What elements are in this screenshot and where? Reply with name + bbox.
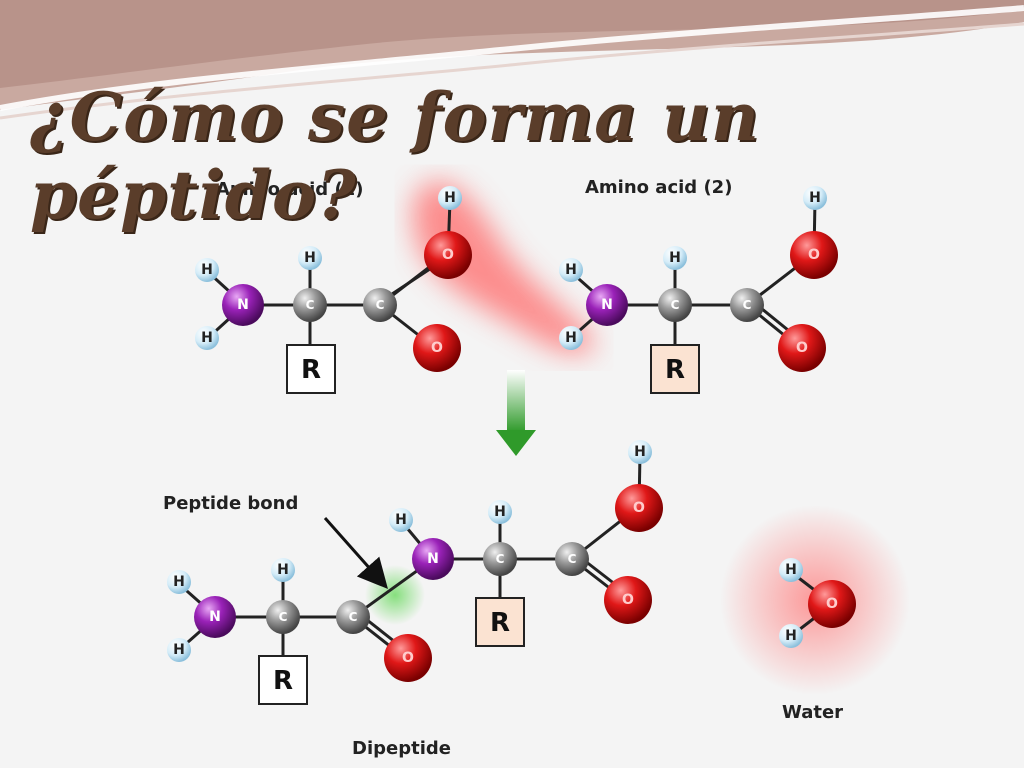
hydrogen-label: H xyxy=(785,562,797,578)
water-molecule: H H O xyxy=(779,558,856,648)
hydrogen-label: H xyxy=(201,262,213,278)
carbon-label: C xyxy=(279,610,288,624)
oxygen-label: O xyxy=(442,247,454,263)
water-label: Water xyxy=(782,702,843,723)
hydrogen-atom xyxy=(803,186,827,210)
amino-acid-1: R H H N H C C H O O xyxy=(195,186,472,394)
page-title: ¿Cómo se forma un péptido? xyxy=(30,78,760,234)
hydrogen-atom xyxy=(167,570,191,594)
nitrogen-label: N xyxy=(601,297,613,313)
hydrogen-atom xyxy=(195,258,219,282)
hydrogen-atom xyxy=(559,326,583,350)
carbon-label: C xyxy=(306,298,315,312)
water-release-highlight xyxy=(413,181,595,354)
hydrogen-label: H xyxy=(785,628,797,644)
peptide-bond-pointer xyxy=(323,517,388,589)
oxygen-label: O xyxy=(431,340,443,356)
nitrogen-label: N xyxy=(237,297,249,313)
carbon-label: C xyxy=(376,298,385,312)
nitrogen-atom xyxy=(222,284,264,326)
r-group-box xyxy=(258,655,308,705)
dipeptide-label: Dipeptide xyxy=(352,738,451,759)
oxygen-atom xyxy=(790,231,838,279)
amino-acid-2: R H H N H C C H O O xyxy=(559,186,838,394)
carbon-label: C xyxy=(349,610,358,624)
oxygen-label: O xyxy=(402,650,414,666)
carbon-atom xyxy=(555,542,589,576)
hydrogen-label: H xyxy=(809,190,821,206)
carbon-label: C xyxy=(671,298,680,312)
decorative-header-waves xyxy=(0,0,1024,120)
hydrogen-label: H xyxy=(277,562,289,578)
hydrogen-label: H xyxy=(565,262,577,278)
nitrogen-label: N xyxy=(427,551,439,567)
oxygen-atom xyxy=(604,576,652,624)
hydrogen-atom xyxy=(559,258,583,282)
hydrogen-label: H xyxy=(634,444,646,460)
hydrogen-label: H xyxy=(173,574,185,590)
carbon-atom xyxy=(293,288,327,322)
oxygen-atom xyxy=(424,231,472,279)
peptide-bond-label: Peptide bond xyxy=(163,493,298,514)
amino-acid-2-label: Amino acid (2) xyxy=(585,177,732,198)
reaction-arrow xyxy=(496,370,536,456)
carbon-label: C xyxy=(496,552,505,566)
hydrogen-atom xyxy=(438,186,462,210)
carbon-atom xyxy=(363,288,397,322)
carbon-atom xyxy=(730,288,764,322)
hydrogen-label: H xyxy=(201,330,213,346)
hydrogen-atom xyxy=(663,246,687,270)
hydrogen-label: H xyxy=(669,250,681,266)
hydrogen-label: H xyxy=(494,504,506,520)
oxygen-label: O xyxy=(633,500,645,516)
hydrogen-label: H xyxy=(304,250,316,266)
r-group-box xyxy=(650,344,700,394)
r-group-label: R xyxy=(301,355,321,385)
r-group-box xyxy=(475,597,525,647)
oxygen-atom xyxy=(384,634,432,682)
carbon-atom xyxy=(483,542,517,576)
amino-acid-1-label: Amino acid (1) xyxy=(216,179,363,200)
r-group-label: R xyxy=(665,355,685,385)
dipeptide: R R H H N H C C O H N H C C H O O xyxy=(167,440,663,705)
carbon-atom xyxy=(336,600,370,634)
r-group-box xyxy=(286,344,336,394)
oxygen-label: O xyxy=(622,592,634,608)
carbon-label: C xyxy=(743,298,752,312)
carbon-atom xyxy=(266,600,300,634)
hydrogen-atom xyxy=(298,246,322,270)
r-group-label: R xyxy=(490,608,510,638)
r-group-label: R xyxy=(273,666,293,696)
nitrogen-atom xyxy=(586,284,628,326)
hydrogen-atom xyxy=(779,624,803,648)
hydrogen-atom xyxy=(167,638,191,662)
hydrogen-label: H xyxy=(565,330,577,346)
oxygen-label: O xyxy=(826,596,838,612)
oxygen-atom xyxy=(413,324,461,372)
nitrogen-atom xyxy=(412,538,454,580)
hydrogen-label: H xyxy=(395,512,407,528)
oxygen-atom xyxy=(615,484,663,532)
hydrogen-atom xyxy=(389,508,413,532)
hydrogen-atom xyxy=(195,326,219,350)
carbon-label: C xyxy=(568,552,577,566)
oxygen-label: O xyxy=(808,247,820,263)
hydrogen-atom xyxy=(488,500,512,524)
hydrogen-atom xyxy=(779,558,803,582)
oxygen-atom xyxy=(808,580,856,628)
hydrogen-label: H xyxy=(173,642,185,658)
carbon-atom xyxy=(658,288,692,322)
hydrogen-atom xyxy=(628,440,652,464)
nitrogen-atom xyxy=(194,596,236,638)
hydrogen-label: H xyxy=(444,190,456,206)
hydrogen-atom xyxy=(271,558,295,582)
nitrogen-label: N xyxy=(209,609,221,625)
oxygen-atom xyxy=(778,324,826,372)
oxygen-label: O xyxy=(796,340,808,356)
